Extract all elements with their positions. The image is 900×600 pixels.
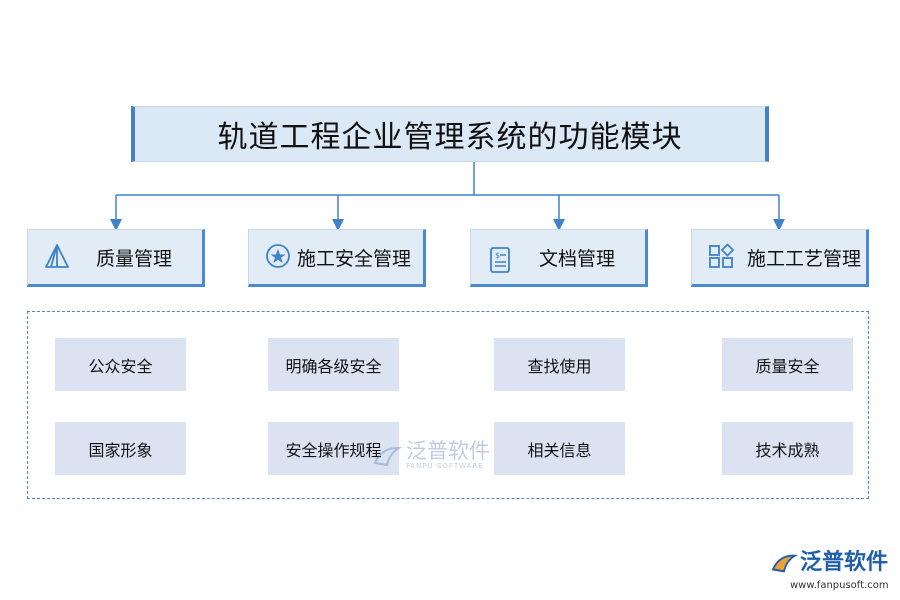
pyramid-icon [45,244,69,268]
item-quality-safety: 质量安全 [722,338,853,391]
svg-text:$: $ [495,251,500,260]
document-dollar-icon: $ [490,247,510,273]
brand-logo: 泛普软件 [770,551,888,575]
item-national-image: 国家形象 [55,422,186,475]
detail-panel [27,311,869,499]
fanpu-logo-icon [373,446,402,466]
module-label: 施工安全管理 [297,247,412,270]
module-documents: $ 文档管理 [470,229,648,287]
module-label: 质量管理 [96,247,173,270]
star-badge-icon [266,244,290,268]
watermark-name: 泛普软件 [406,439,490,463]
brand-url: www.fanpusoft.com [790,580,889,591]
watermark-sub: FANPU SOFTWARE [406,462,484,470]
module-quality: 质量管理 [27,229,205,287]
shapes-grid-icon [709,243,735,268]
item-safety-procedures: 安全操作规程 [268,422,399,475]
item-mature-technology: 技术成熟 [722,422,853,475]
item-related-info: 相关信息 [494,422,625,475]
diagram-title: 轨道工程企业管理系统的功能模块 [131,106,769,162]
brand-name: 泛普软件 [800,550,889,575]
watermark: 泛普软件 FANPU SOFTWARE [372,441,490,470]
item-lookup-use: 查找使用 [494,338,625,391]
module-construction-safety: 施工安全管理 [248,229,426,287]
fanpu-brand-icon [771,554,798,573]
module-label: 施工工艺管理 [747,247,862,270]
item-clear-safety-levels: 明确各级安全 [268,338,399,391]
item-public-safety: 公众安全 [55,338,186,391]
module-craft: 施工工艺管理 [691,229,869,287]
module-label: 文档管理 [539,247,616,270]
